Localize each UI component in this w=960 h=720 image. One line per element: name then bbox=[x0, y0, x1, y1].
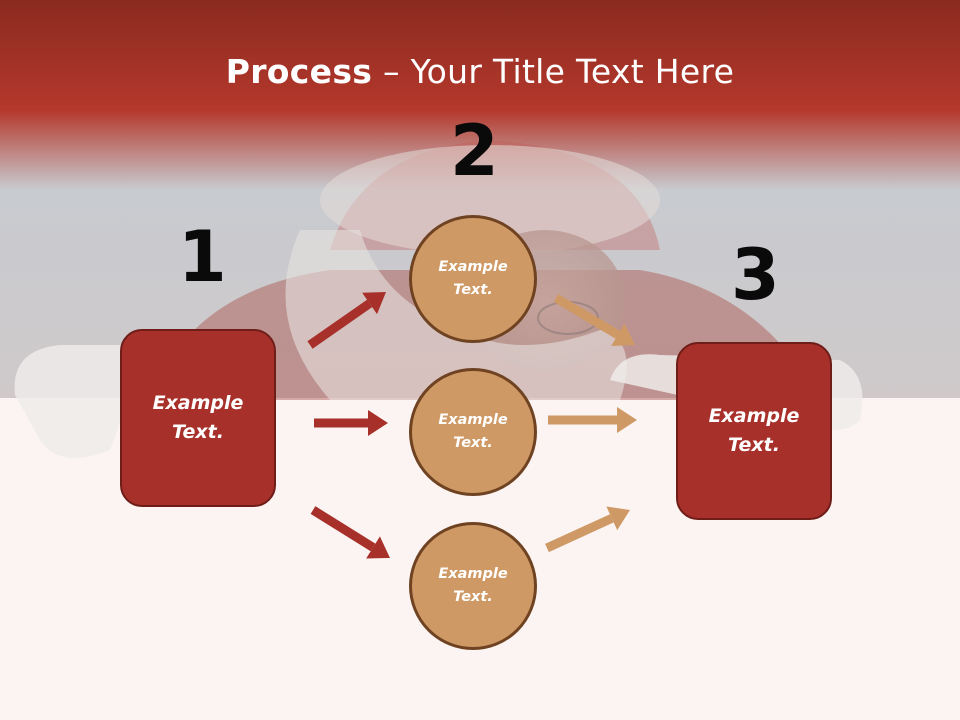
arrow-bottom-to-step3-head bbox=[606, 506, 630, 531]
arrow-step1-to-top-head bbox=[362, 292, 386, 315]
step-2-circle-middle: Example Text. bbox=[409, 368, 537, 496]
slide-title: Process – Your Title Text Here bbox=[0, 52, 960, 91]
arrow-step1-to-bottom-shaft bbox=[310, 506, 376, 552]
title-bold: Process bbox=[225, 52, 373, 91]
step-1-box: Example Text. bbox=[120, 329, 276, 507]
step-3-number: 3 bbox=[731, 234, 780, 316]
arrow-step1-to-top bbox=[307, 292, 386, 349]
title-rest: – Your Title Text Here bbox=[372, 52, 735, 91]
arrow-top-to-step3-shaft bbox=[553, 294, 621, 339]
step-2-circle-top: Example Text. bbox=[409, 215, 537, 343]
step-2-number: 2 bbox=[450, 110, 499, 192]
arrow-middle-to-step3-head bbox=[617, 407, 637, 433]
step-3-box: Example Text. bbox=[676, 342, 832, 520]
step-1-text: Example Text. bbox=[152, 392, 244, 443]
arrow-middle-to-step3 bbox=[548, 407, 637, 433]
arrow-top-to-step3-head bbox=[611, 323, 635, 346]
step-3-text: Example Text. bbox=[708, 405, 800, 456]
arrow-step1-to-bottom-head bbox=[366, 536, 390, 559]
circle-bottom-text: Example Text. bbox=[438, 566, 508, 605]
arrow-step1-to-bottom bbox=[310, 506, 390, 559]
arrow-step1-to-middle-head bbox=[368, 410, 388, 436]
step-1-number: 1 bbox=[178, 216, 227, 298]
step-2-circle-bottom: Example Text. bbox=[409, 522, 537, 650]
arrow-bottom-to-step3 bbox=[545, 506, 630, 553]
circle-top-text: Example Text. bbox=[438, 259, 508, 298]
arrow-step1-to-middle bbox=[314, 410, 388, 436]
arrow-top-to-step3 bbox=[553, 294, 635, 346]
arrow-step1-to-top-shaft bbox=[307, 299, 373, 349]
circle-middle-text: Example Text. bbox=[438, 412, 508, 451]
arrow-bottom-to-step3-shaft bbox=[545, 514, 614, 553]
